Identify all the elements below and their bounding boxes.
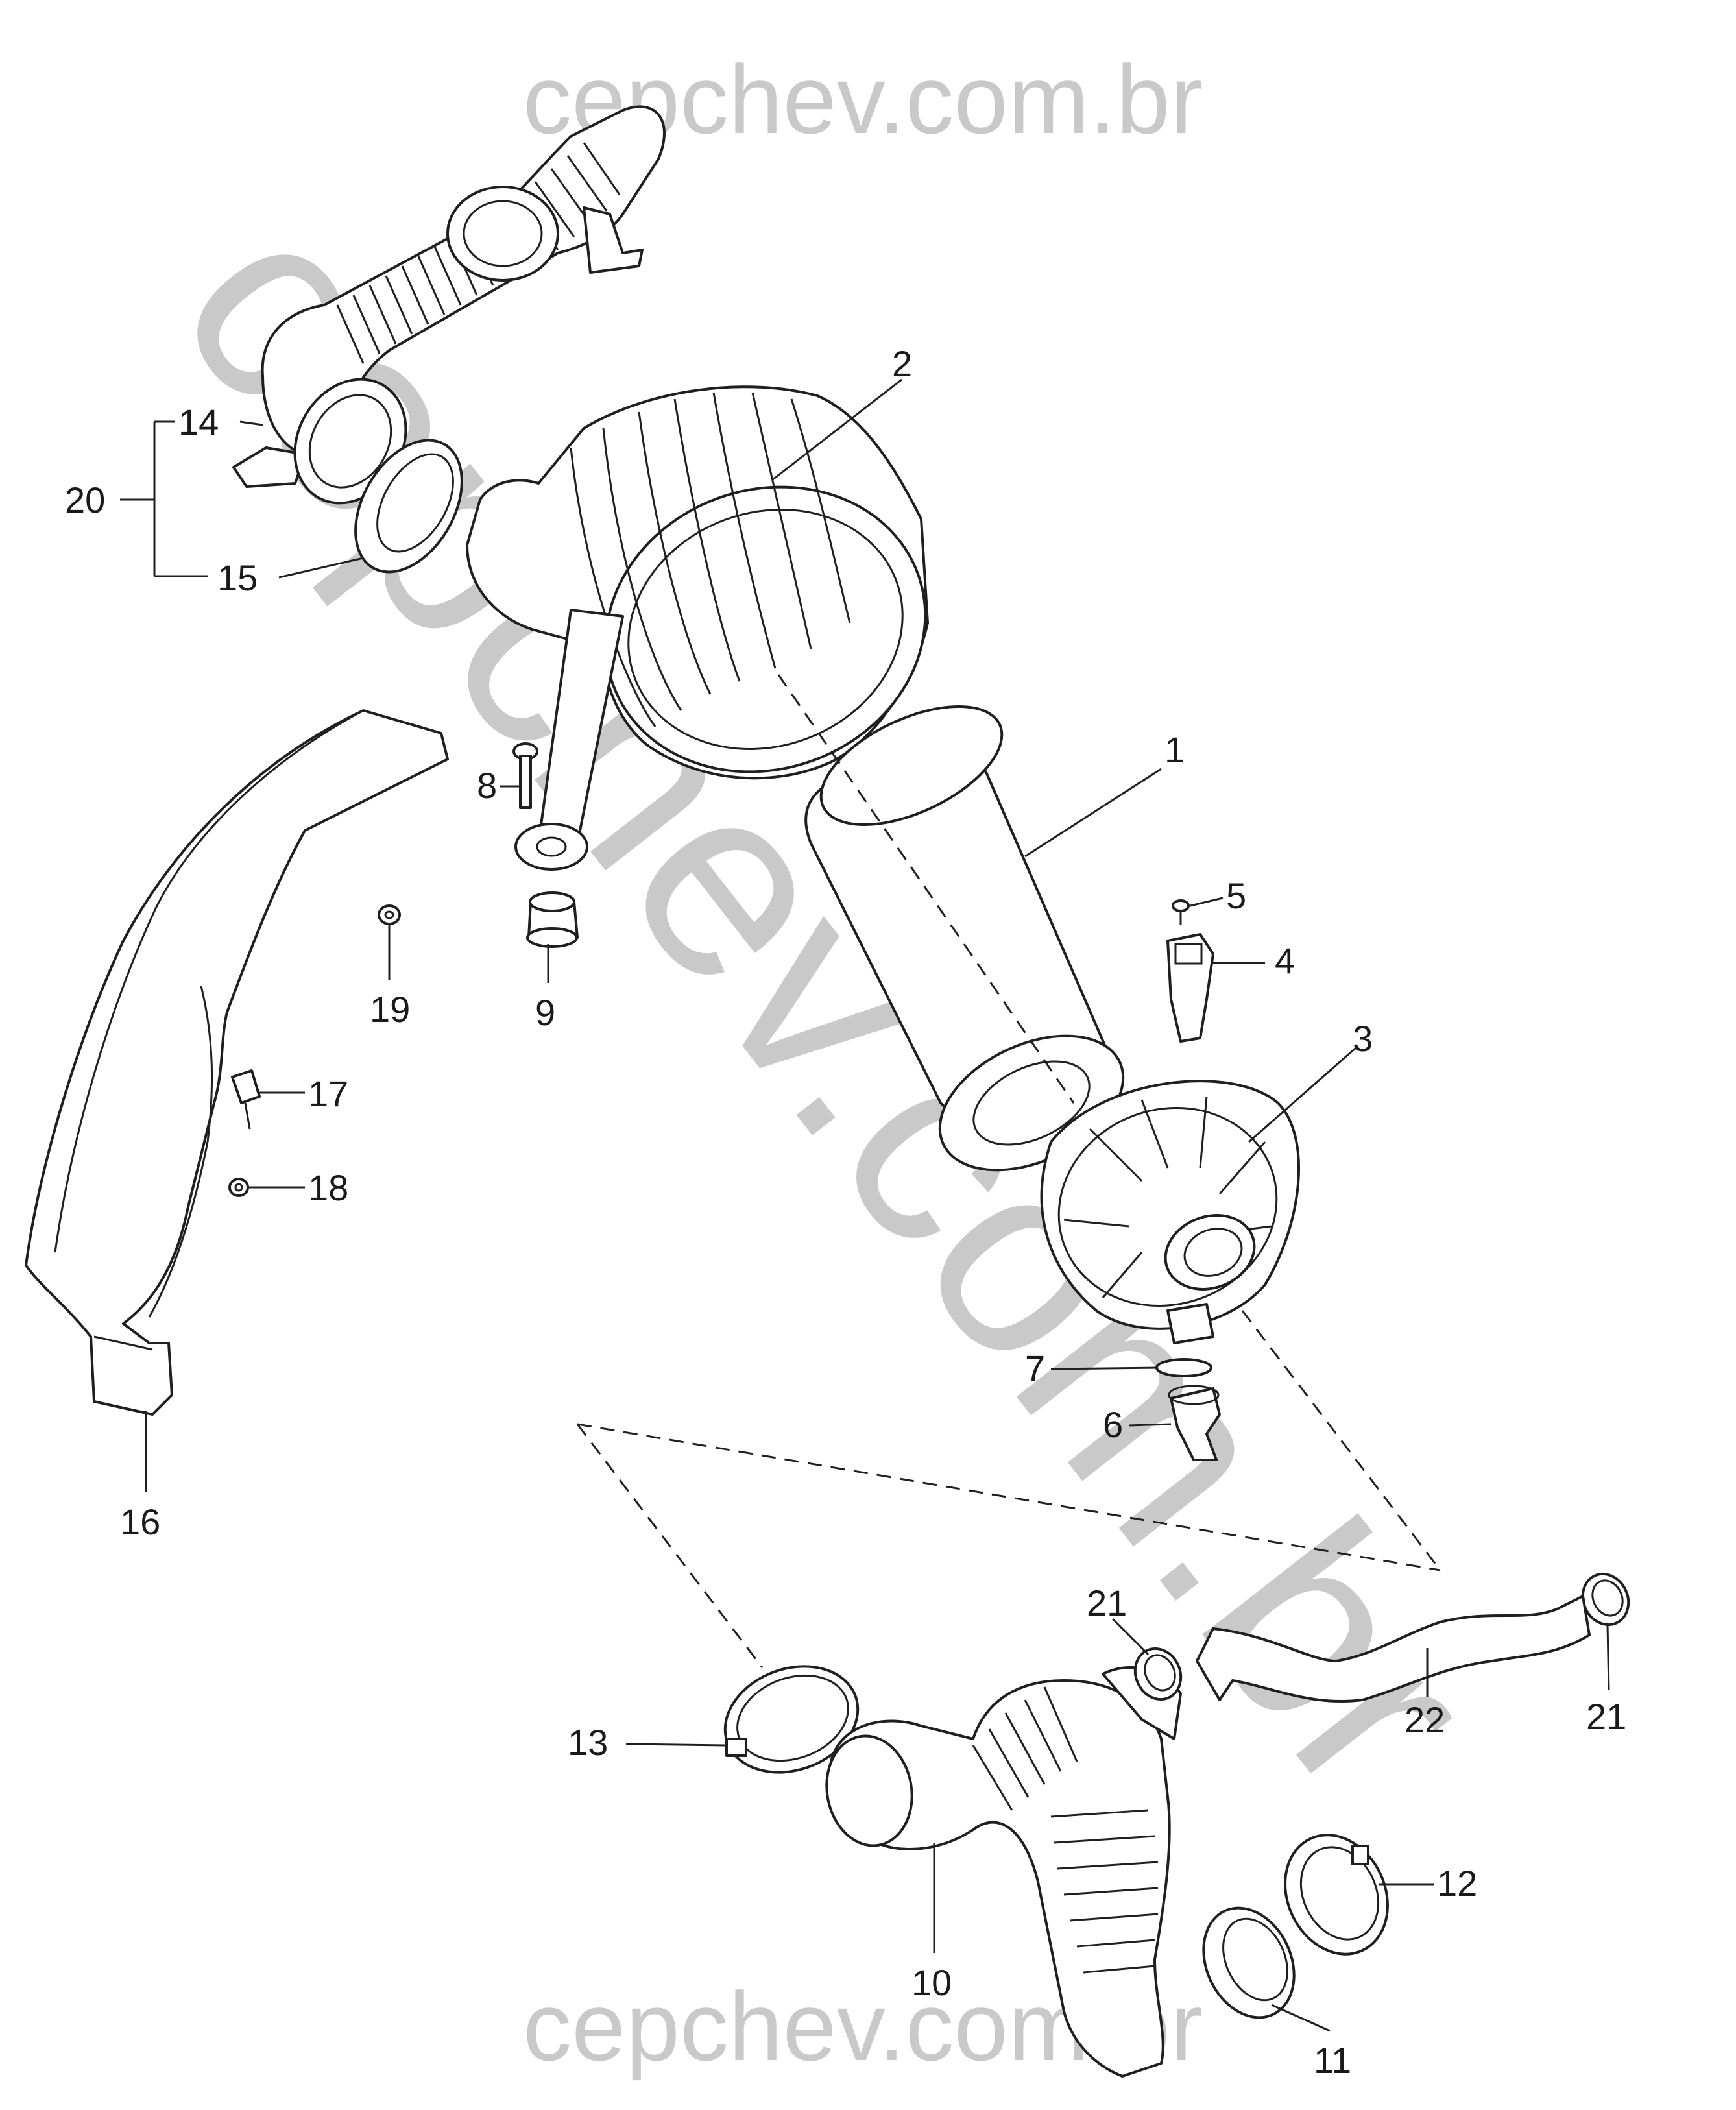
breather-hose [1196,1595,1591,1703]
ring-seal-7 [1155,1358,1212,1377]
seal-ring [354,439,463,574]
hose-clamp-21-left [1133,1647,1183,1701]
callout-21-left: 21 [1087,1582,1127,1623]
callout-14: 14 [178,402,219,443]
intake-hose-upper [232,105,666,505]
nut-19 [378,904,401,925]
air-filter-housing [466,385,929,871]
screw-5 [1172,899,1190,925]
callout-7: 7 [1025,1348,1045,1388]
evacuator-valve [1168,1385,1221,1461]
callout-17: 17 [308,1073,348,1114]
callout-3: 3 [1353,1018,1373,1059]
callout-9: 9 [535,992,555,1033]
callout-1: 1 [1164,729,1185,770]
mass-airflow-sensor [1166,933,1214,1043]
bolt [512,742,538,809]
callout-19: 19 [370,989,410,1030]
callout-13: 13 [568,1722,608,1763]
callout-16: 16 [120,1501,160,1542]
callout-18: 18 [308,1167,348,1208]
callout-6: 6 [1103,1404,1123,1445]
nut-18 [228,1178,249,1197]
alignment-lines [576,674,1441,1668]
air-deflector [25,709,449,1416]
callout-10: 10 [911,1962,952,2003]
clamp-13 [723,1665,860,1774]
callout-15: 15 [217,557,258,598]
callout-2: 2 [892,343,912,384]
leader-lines [120,378,1610,2032]
housing-ribs [570,392,851,727]
callout-5: 5 [1226,875,1246,916]
callout-22: 22 [1404,1699,1445,1740]
callout-12: 12 [1437,1863,1477,1904]
callout-4: 4 [1275,940,1295,981]
filter-cover [1040,1080,1300,1344]
callout-21-right: 21 [1586,1696,1626,1737]
duct-seal-11 [1202,1906,1296,2019]
duct-corrugation [972,1686,1159,1974]
callout-20: 20 [65,479,105,520]
intake-duct-lower [825,1666,1182,2078]
callouts: 1 2 3 4 5 6 7 8 9 10 11 12 13 14 15 16 1… [65,343,1626,2081]
clamp-12 [1284,1834,1389,1956]
grommet [526,891,579,948]
callout-11: 11 [1314,2040,1351,2081]
callout-8: 8 [477,765,497,806]
clip-17 [231,1069,261,1130]
